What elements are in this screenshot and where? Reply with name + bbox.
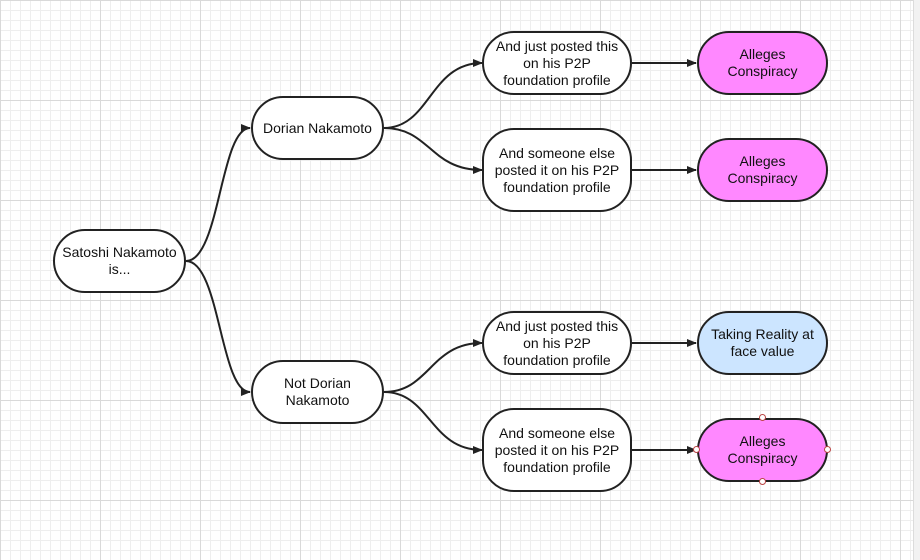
resize-handle-bottom[interactable] bbox=[759, 478, 766, 485]
node-not-dorian-someone[interactable]: And someone else posted it on his P2P fo… bbox=[482, 408, 632, 492]
node-not-dorian-label: Not Dorian Nakamoto bbox=[284, 375, 351, 408]
node-outcome-4-label: Alleges Conspiracy bbox=[727, 433, 798, 466]
connector-root-dorian bbox=[185, 124, 251, 262]
connector-root-not-dorian bbox=[185, 260, 251, 396]
node-dorian-posted[interactable]: And just posted this on his P2P foundati… bbox=[482, 31, 632, 95]
node-dorian-posted-label: And just posted this on his P2P foundati… bbox=[495, 37, 619, 88]
node-root[interactable]: Satoshi Nakamoto is... bbox=[53, 229, 186, 293]
node-outcome-reality[interactable]: Taking Reality at face value bbox=[697, 311, 828, 375]
node-outcome-2-label: Alleges Conspiracy bbox=[727, 153, 798, 186]
node-not-dorian-posted[interactable]: And just posted this on his P2P foundati… bbox=[482, 311, 632, 375]
connector-dorian-posted bbox=[383, 59, 483, 129]
node-dorian[interactable]: Dorian Nakamoto bbox=[251, 96, 384, 160]
node-not-dorian-posted-label: And just posted this on his P2P foundati… bbox=[495, 317, 619, 368]
node-root-label: Satoshi Nakamoto is... bbox=[62, 244, 177, 277]
connector-dorian-someone bbox=[383, 127, 483, 174]
node-outcome-1-label: Alleges Conspiracy bbox=[727, 46, 798, 79]
node-dorian-someone-label: And someone else posted it on his P2P fo… bbox=[494, 144, 620, 195]
connector-not-dorian-posted bbox=[383, 339, 483, 393]
node-outcome-conspiracy-1[interactable]: Alleges Conspiracy bbox=[697, 31, 828, 95]
node-outcome-3-label: Taking Reality at face value bbox=[711, 326, 814, 359]
node-dorian-label: Dorian Nakamoto bbox=[263, 119, 372, 136]
node-dorian-someone[interactable]: And someone else posted it on his P2P fo… bbox=[482, 128, 632, 212]
resize-handle-left[interactable] bbox=[693, 446, 700, 453]
node-not-dorian[interactable]: Not Dorian Nakamoto bbox=[251, 360, 384, 424]
resize-handle-top[interactable] bbox=[759, 414, 766, 421]
canvas-edge bbox=[913, 0, 920, 560]
connector-not-dorian-someone bbox=[383, 391, 483, 454]
node-not-dorian-someone-label: And someone else posted it on his P2P fo… bbox=[494, 424, 620, 475]
resize-handle-right[interactable] bbox=[824, 446, 831, 453]
node-outcome-conspiracy-3[interactable]: Alleges Conspiracy bbox=[697, 418, 828, 482]
node-outcome-conspiracy-2[interactable]: Alleges Conspiracy bbox=[697, 138, 828, 202]
